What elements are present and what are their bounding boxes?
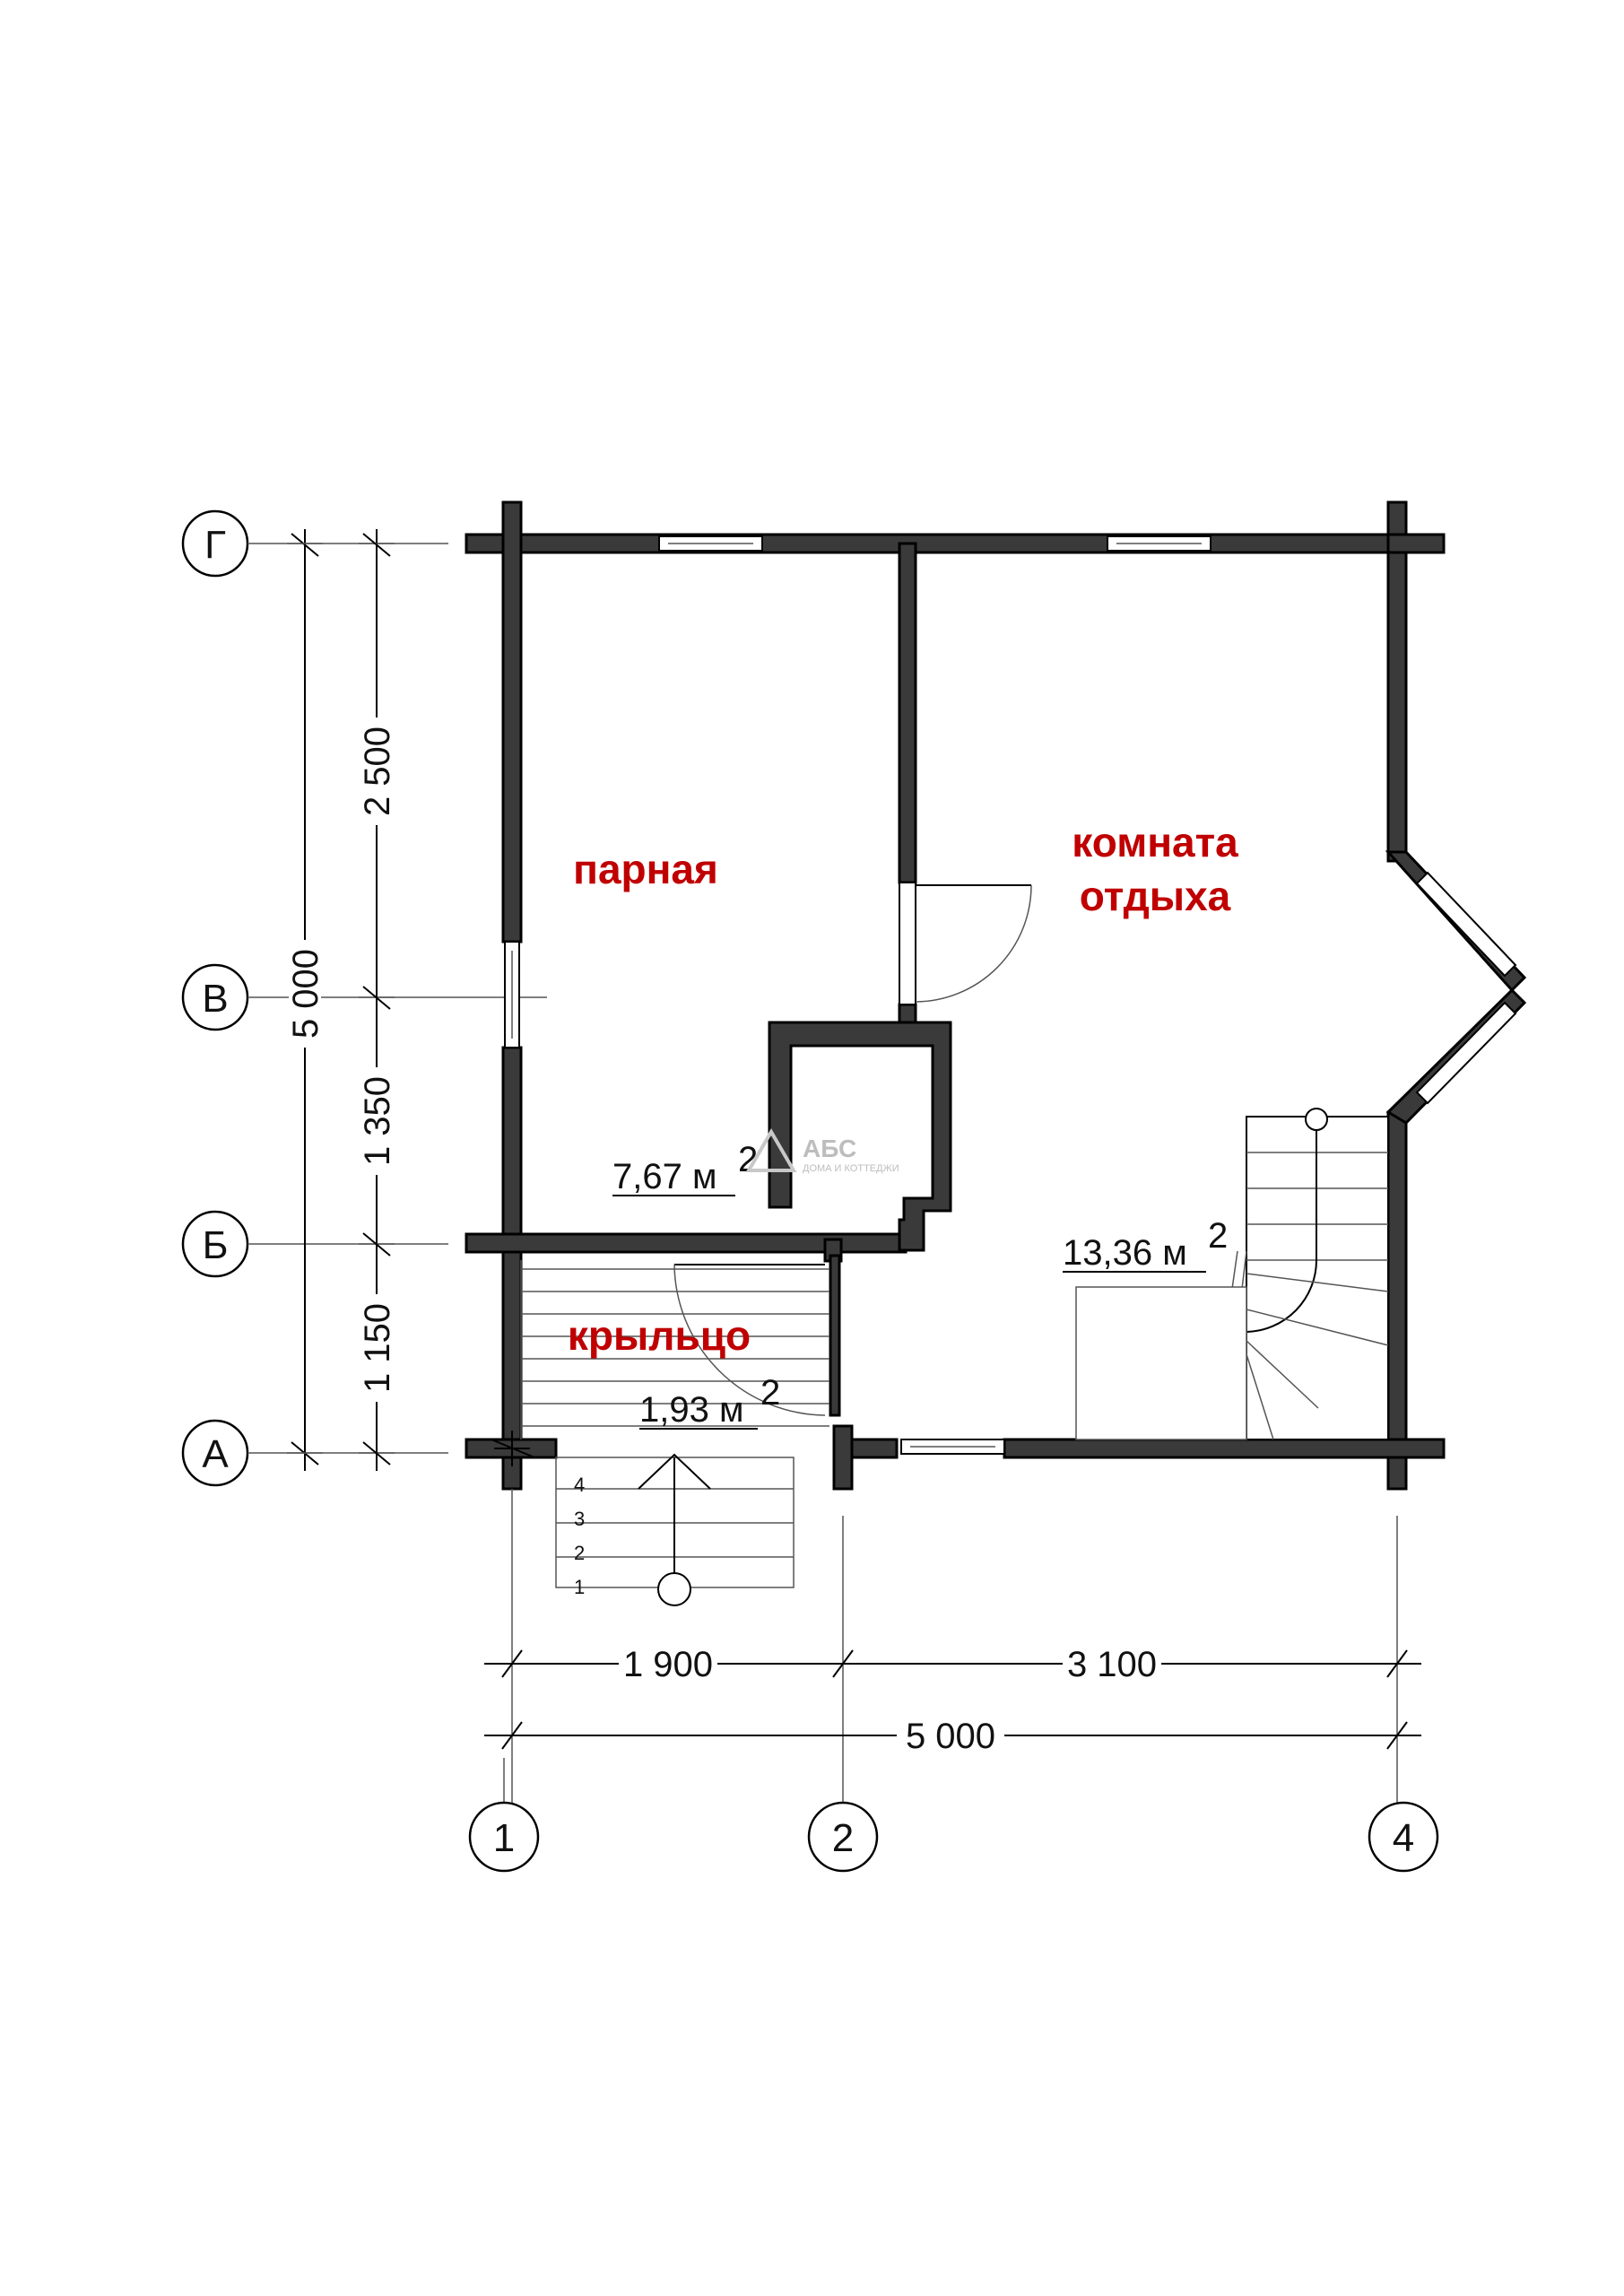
porch-hatching bbox=[520, 1260, 829, 1439]
logo-brand: АБС bbox=[803, 1135, 856, 1162]
dim-bottom-seg-1: 1 900 bbox=[623, 1645, 713, 1684]
staircase bbox=[1075, 1108, 1389, 1440]
left-dimension-segments: 2 500 1 350 1 150 bbox=[358, 529, 397, 1471]
axis-label-b: Б bbox=[203, 1223, 229, 1267]
corner-post-marker bbox=[491, 1431, 535, 1466]
room-label-parnaya: парная bbox=[573, 846, 718, 892]
axis-label-1: 1 bbox=[493, 1816, 515, 1860]
area-kryltso: 1,93 м 2 bbox=[639, 1373, 780, 1430]
brand-logo: АБС ДОМА И КОТТЕДЖИ bbox=[745, 1128, 899, 1174]
axis-label-4: 4 bbox=[1393, 1816, 1414, 1860]
axis-col-1: 1 bbox=[468, 1758, 540, 1873]
axis-row-g: Г bbox=[181, 509, 448, 578]
windows bbox=[504, 535, 1517, 1455]
axis-label-2: 2 bbox=[832, 1816, 854, 1860]
area-sup-komnata: 2 bbox=[1208, 1216, 1228, 1256]
area-parnaya: 7,67 м 2 bbox=[612, 1140, 758, 1196]
dim-bottom-total: 5 000 bbox=[906, 1717, 995, 1756]
axis-col-2: 2 bbox=[807, 1801, 879, 1873]
bottom-dimension-segments: 1 900 3 100 bbox=[484, 1645, 1421, 1684]
area-value-kryltso: 1,93 м bbox=[639, 1390, 743, 1430]
axis-label-g: Г bbox=[204, 523, 226, 567]
dim-left-seg-1: 2 500 bbox=[358, 726, 397, 816]
area-value-parnaya: 7,67 м bbox=[612, 1157, 716, 1196]
doors bbox=[673, 882, 1032, 1416]
axis-row-b: Б bbox=[181, 1210, 448, 1278]
dim-bottom-seg-2: 3 100 bbox=[1067, 1645, 1157, 1684]
room-label-komnata-line2: отдыха bbox=[1080, 873, 1231, 919]
room-label-komnata-line1: комната bbox=[1072, 819, 1238, 865]
dim-left-total: 5 000 bbox=[286, 949, 326, 1039]
step-label-4: 4 bbox=[574, 1474, 585, 1496]
axis-row-a: А bbox=[181, 1419, 448, 1487]
step-label-3: 3 bbox=[574, 1508, 585, 1530]
area-komnata: 13,36 м 2 bbox=[1063, 1216, 1228, 1273]
axis-col-4: 4 bbox=[1368, 1801, 1439, 1873]
axis-label-v: В bbox=[202, 977, 228, 1021]
bottom-dimension-total: 5 000 bbox=[484, 1717, 1421, 1756]
area-value-komnata: 13,36 м bbox=[1063, 1233, 1187, 1273]
area-sup-kryltso: 2 bbox=[760, 1373, 780, 1413]
axis-row-v: В bbox=[181, 963, 547, 1031]
logo-tagline: ДОМА И КОТТЕДЖИ bbox=[803, 1163, 899, 1174]
room-label-kryltso: крыльцо bbox=[568, 1312, 751, 1359]
entry-steps: 4 3 2 1 bbox=[555, 1453, 795, 1606]
column-extension-lines bbox=[511, 1489, 1398, 1803]
step-label-2: 2 bbox=[574, 1542, 585, 1564]
step-label-1: 1 bbox=[574, 1576, 585, 1598]
dim-left-seg-3: 1 150 bbox=[358, 1303, 397, 1393]
dim-left-seg-2: 1 350 bbox=[358, 1076, 397, 1166]
left-dimension-total: 5 000 bbox=[286, 529, 326, 1471]
axis-label-a: А bbox=[202, 1432, 229, 1476]
